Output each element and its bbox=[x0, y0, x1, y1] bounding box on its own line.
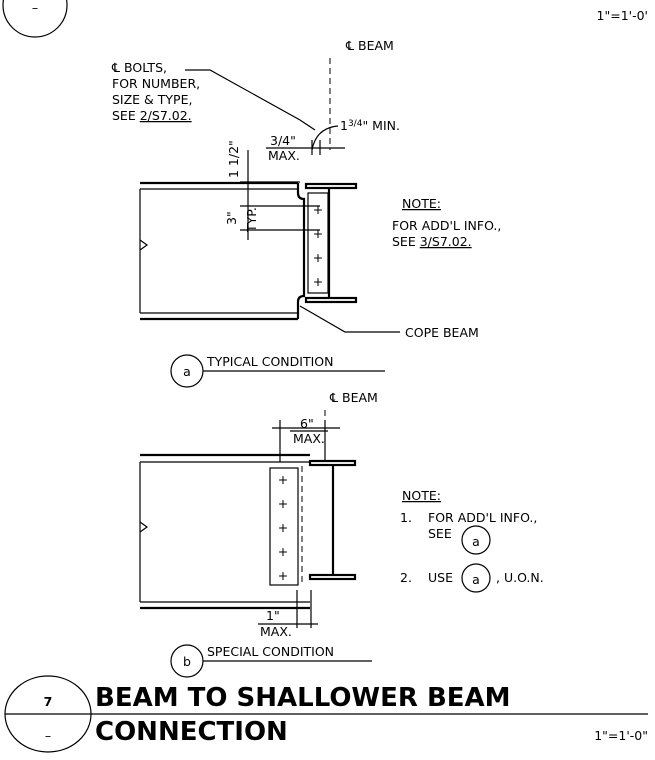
detail-b-dim-6-max: 6" MAX. bbox=[272, 416, 340, 462]
top-scale: 1"=1'-0' bbox=[597, 8, 648, 23]
detail-b-bolts: + + + + + bbox=[278, 472, 288, 583]
svg-text:NOTE:: NOTE: bbox=[402, 488, 441, 503]
svg-text:a: a bbox=[472, 572, 480, 587]
svg-text:+: + bbox=[278, 520, 288, 535]
svg-text:3/4": 3/4" bbox=[270, 133, 296, 148]
detail-b-note: NOTE: 1. FOR ADD'L INFO., SEE a 2. USE a… bbox=[400, 488, 544, 593]
svg-text:13/4" MIN.: 13/4" MIN. bbox=[340, 118, 400, 133]
svg-text:+: + bbox=[313, 202, 323, 217]
svg-text:℄ BOLTS,: ℄ BOLTS, bbox=[111, 60, 167, 75]
detail-b-dim-1-max: 1" MAX. bbox=[258, 590, 318, 639]
svg-text:6": 6" bbox=[300, 416, 314, 431]
svg-text:a: a bbox=[472, 534, 480, 549]
svg-text:1.: 1. bbox=[400, 510, 412, 525]
svg-text:SPECIAL CONDITION: SPECIAL CONDITION bbox=[207, 644, 334, 659]
detail-b-supported-beam bbox=[139, 453, 310, 610]
svg-text:1": 1" bbox=[266, 608, 280, 623]
svg-text:COPE BEAM: COPE BEAM bbox=[405, 325, 479, 340]
detail-a-title: a TYPICAL CONDITION bbox=[170, 354, 385, 388]
svg-text:SEE 2/S7.02.: SEE 2/S7.02. bbox=[112, 108, 192, 123]
footer-title-line2: CONNECTION bbox=[95, 717, 288, 747]
svg-text:+: + bbox=[278, 544, 288, 559]
svg-text:b: b bbox=[183, 654, 191, 669]
svg-text:+: + bbox=[313, 250, 323, 265]
detail-a-cope-callout: COPE BEAM bbox=[299, 305, 479, 340]
svg-text:+: + bbox=[278, 568, 288, 583]
detail-b-title: b SPECIAL CONDITION bbox=[170, 644, 372, 678]
svg-text:SEE: SEE bbox=[428, 526, 452, 541]
svg-text:, U.O.N.: , U.O.N. bbox=[496, 570, 544, 585]
svg-text:1 1/2": 1 1/2" bbox=[226, 140, 241, 178]
detail-a-bolts: + + + + bbox=[313, 202, 323, 289]
detail-b-centerline-beam-label: ℄ BEAM bbox=[329, 390, 378, 405]
detail-a-supported-beam bbox=[139, 181, 306, 321]
svg-text:SIZE & TYPE,: SIZE & TYPE, bbox=[112, 92, 192, 107]
footer-scale: 1"=1'-0" bbox=[594, 728, 648, 743]
detail-a-girder-section bbox=[304, 182, 358, 304]
detail-a-dim-1-3-4-min: 13/4" MIN. bbox=[300, 118, 400, 155]
svg-text:TYP.: TYP. bbox=[244, 207, 259, 233]
svg-text:SEE 3/S7.02.: SEE 3/S7.02. bbox=[392, 234, 472, 249]
footer-detail-number: 7 bbox=[44, 694, 53, 709]
top-bubble-label: – bbox=[32, 0, 38, 15]
svg-text:+: + bbox=[278, 496, 288, 511]
svg-text:MAX.: MAX. bbox=[260, 624, 292, 639]
svg-text:2.: 2. bbox=[400, 570, 412, 585]
detail-a-centerline-beam-label: ℄ BEAM bbox=[345, 38, 394, 53]
svg-text:a: a bbox=[183, 364, 191, 379]
svg-text:FOR ADD'L INFO.,: FOR ADD'L INFO., bbox=[392, 218, 501, 233]
svg-text:MAX.: MAX. bbox=[268, 148, 300, 163]
footer-detail-bubble: 7 – bbox=[4, 675, 92, 753]
svg-text:+: + bbox=[313, 274, 323, 289]
svg-text:+: + bbox=[278, 472, 288, 487]
svg-text:FOR ADD'L INFO.,: FOR ADD'L INFO., bbox=[428, 510, 537, 525]
svg-text:MAX.: MAX. bbox=[293, 431, 325, 446]
svg-text:NOTE:: NOTE: bbox=[402, 196, 441, 211]
footer-title-line1: BEAM TO SHALLOWER BEAM bbox=[95, 683, 511, 713]
detail-a-note: NOTE: FOR ADD'L INFO., SEE 3/S7.02. bbox=[392, 196, 501, 249]
top-detail-bubble bbox=[2, 0, 68, 38]
svg-text:USE: USE bbox=[428, 570, 453, 585]
svg-text:TYPICAL CONDITION: TYPICAL CONDITION bbox=[206, 354, 333, 369]
detail-a-bolts-callout: ℄ BOLTS, FOR NUMBER, SIZE & TYPE, SEE 2/… bbox=[111, 60, 316, 131]
footer-sheet: – bbox=[45, 728, 51, 743]
detail-b-girder-section bbox=[269, 459, 357, 586]
svg-text:FOR NUMBER,: FOR NUMBER, bbox=[112, 76, 200, 91]
detail-a-dim-3-4-max: 3/4" MAX. bbox=[266, 133, 300, 163]
detail-a-dim-3-typ: 3" TYP. bbox=[224, 200, 320, 240]
svg-text:+: + bbox=[313, 226, 323, 241]
svg-text:3": 3" bbox=[224, 211, 239, 225]
